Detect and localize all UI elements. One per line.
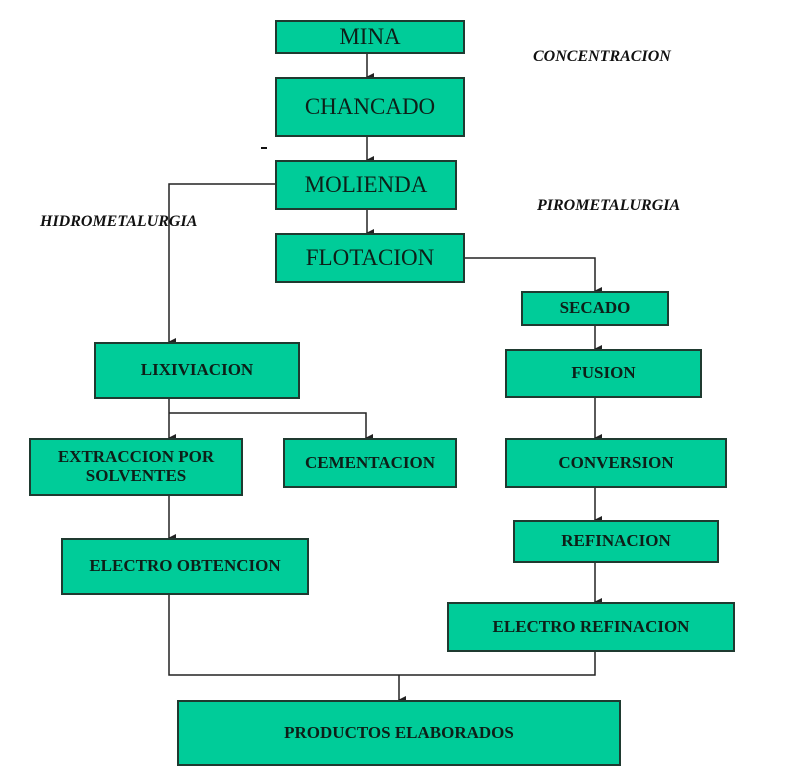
label-pirometalurgia: PIROMETALURGIA <box>537 197 681 214</box>
node-cementacion: CEMENTACION <box>283 438 457 488</box>
node-electro-refinacion: ELECTRO REFINACION <box>447 602 735 652</box>
label-concentracion: CONCENTRACION <box>533 48 671 65</box>
node-fusion: FUSION <box>505 349 702 398</box>
stray-dash-mark <box>261 147 267 149</box>
node-refinacion: REFINACION <box>513 520 719 563</box>
edge-lixiviacion-cementacion <box>169 412 373 442</box>
node-chancado: CHANCADO <box>275 77 465 137</box>
node-conversion: CONVERSION <box>505 438 727 488</box>
node-flotacion: FLOTACION <box>275 233 465 283</box>
node-extraccion-por-solventes: EXTRACCION POR SOLVENTES <box>29 438 243 496</box>
node-electro-obtencion: ELECTRO OBTENCION <box>61 538 309 595</box>
node-mina: MINA <box>275 20 465 54</box>
edge-merge-line <box>168 594 596 676</box>
edge-flotacion-secado <box>464 257 602 295</box>
edge-molienda-lixiviacion <box>168 183 276 346</box>
label-hidrometalurgia: HIDROMETALURGIA <box>40 213 198 230</box>
node-molienda: MOLIENDA <box>275 160 457 210</box>
node-productos-elaborados: PRODUCTOS ELABORADOS <box>177 700 621 766</box>
node-secado: SECADO <box>521 291 669 326</box>
node-lixiviacion: LIXIVIACION <box>94 342 300 399</box>
